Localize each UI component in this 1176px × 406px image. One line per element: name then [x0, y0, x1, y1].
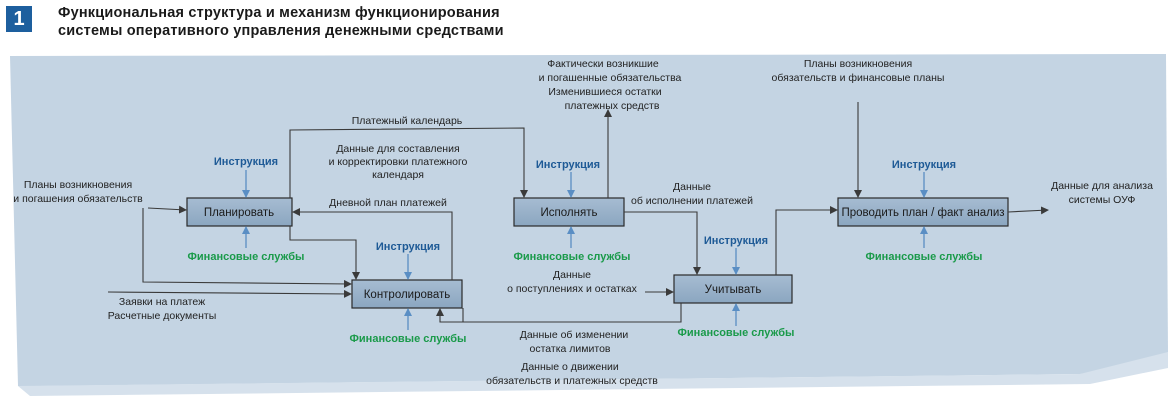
label-daily-plan: Дневной план платежей	[329, 197, 447, 209]
label-exec-data-1: Данные	[673, 181, 711, 193]
box-plan-label: Планировать	[204, 207, 274, 219]
label-requests-2: Расчетные документы	[108, 310, 217, 322]
label-actual-4: платежных средств	[565, 100, 660, 112]
box-analysis-label: Проводить план / факт анализ	[841, 207, 1004, 219]
label-actual-3: Изменившиеся остатки	[548, 86, 661, 98]
box-account-label: Учитывать	[705, 284, 762, 296]
fin-label-account: Финансовые службы	[678, 327, 795, 339]
label-analysis-out-2: системы ОУФ	[1069, 194, 1136, 206]
arrow-plans-to-control	[142, 208, 352, 288]
process-diagram: Планировать Контролировать Исполнять Учи…	[10, 54, 1168, 396]
arrow-plan-to-control	[289, 226, 360, 280]
instr-label-control: Инструкция	[376, 241, 440, 253]
label-payment-calendar: Платежный календарь	[352, 115, 463, 127]
diagram-background-edge	[18, 352, 1168, 396]
arrow-analysis-output	[1007, 206, 1049, 215]
arrow-payment-calendar	[289, 127, 528, 198]
box-control-label: Контролировать	[364, 289, 451, 301]
arrow-execute-to-account	[624, 211, 701, 275]
label-calendar-data-2: и корректировки платежного	[329, 156, 468, 168]
label-limits-1: Данные об изменении	[520, 329, 629, 341]
label-fin-plans-2: обязательств и финансовые планы	[772, 72, 945, 84]
arrow-account-to-control-tip	[436, 308, 463, 323]
label-exec-data-2: об исполнении платежей	[631, 195, 753, 207]
arrow-account-to-analysis	[775, 206, 838, 275]
fin-label-analysis: Финансовые службы	[866, 251, 983, 263]
box-account: Учитывать	[673, 274, 793, 304]
box-control: Контролировать	[351, 279, 463, 309]
label-fin-plans-1: Планы возникновения	[804, 58, 912, 70]
instr-label-plan: Инструкция	[214, 156, 278, 168]
fin-label-control: Финансовые службы	[350, 333, 467, 345]
label-actual-1: Фактически возникшие	[547, 58, 659, 70]
figure-title: Функциональная структура и механизм функ…	[58, 4, 504, 40]
label-receipts-1: Данные	[553, 269, 591, 281]
label-movement-1: Данные о движении	[521, 361, 619, 373]
arrow-plans-to-plan	[147, 205, 187, 214]
label-limits-2: остатка лимитов	[530, 343, 611, 355]
arrow-requests-to-control	[107, 289, 352, 298]
box-execute-label: Исполнять	[541, 207, 598, 219]
box-execute: Исполнять	[513, 197, 625, 227]
figure-title-line-2: системы оперативного управления денежным…	[58, 23, 504, 39]
label-calendar-data-3: календаря	[372, 169, 424, 181]
label-movement-2: обязательств и платежных средств	[486, 375, 658, 387]
box-analysis: Проводить план / факт анализ	[837, 197, 1009, 227]
figure-title-line-1: Функциональная структура и механизм функ…	[58, 5, 500, 21]
label-calendar-data-1: Данные для составления	[336, 143, 459, 155]
label-requests-1: Заявки на платеж	[119, 296, 205, 308]
figure-number-badge: 1	[6, 6, 32, 32]
label-plans-1: Планы возникновения	[24, 179, 132, 191]
label-plans-2: и погашения обязательств	[13, 193, 143, 205]
label-receipts-2: о поступлениях и остатках	[507, 283, 638, 295]
instr-label-execute: Инструкция	[536, 159, 600, 171]
label-actual-2: и погашенные обязательства	[539, 72, 682, 84]
instr-label-analysis: Инструкция	[892, 159, 956, 171]
fin-label-execute: Финансовые службы	[514, 251, 631, 263]
box-plan: Планировать	[186, 197, 293, 227]
instr-label-account: Инструкция	[704, 235, 768, 247]
arrow-daily-plan	[292, 208, 453, 280]
arrow-account-to-control	[462, 303, 682, 323]
label-analysis-out-1: Данные для анализа	[1051, 180, 1153, 192]
fin-label-plan: Финансовые службы	[188, 251, 305, 263]
